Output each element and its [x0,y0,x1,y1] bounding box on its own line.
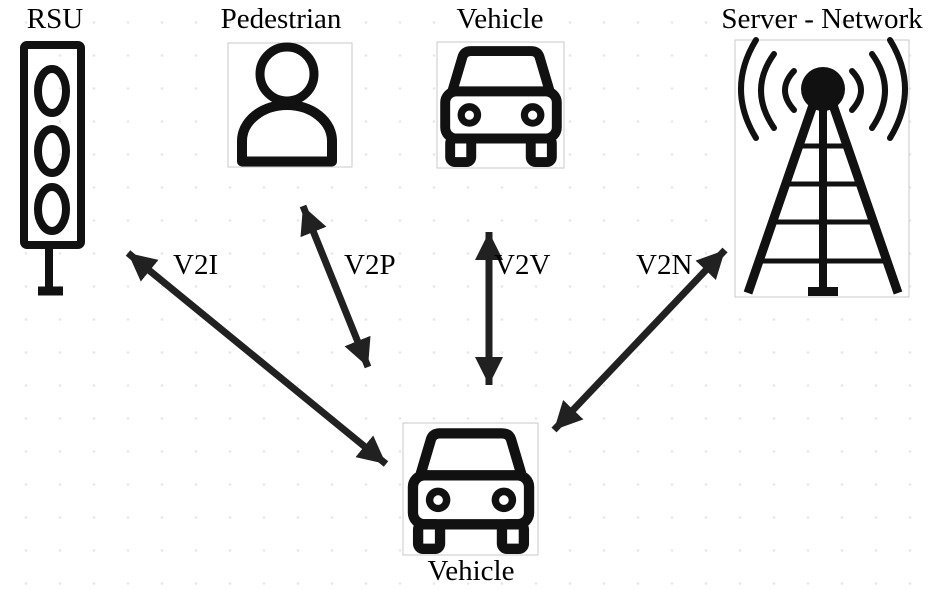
arrow-v2n [551,247,728,433]
node-label-vehicle-bottom: Vehicle [427,555,515,587]
node-label-pedestrian: Pedestrian [220,3,342,35]
radio-tower-icon [738,37,908,296]
node-label-vehicle-top: Vehicle [456,3,544,35]
link-label-v2n: V2N [636,249,693,281]
node-label-server-network: Server - Network [721,3,923,35]
arrow-v2i [125,250,389,467]
arrow-v2p [299,204,372,369]
traffic-light-icon [20,41,85,296]
person-icon [237,42,337,167]
link-label-v2p: V2P [344,249,396,281]
node-label-rsu: RSU [26,3,84,35]
link-label-v2i: V2I [173,249,219,281]
link-label-v2v: V2V [494,249,551,281]
